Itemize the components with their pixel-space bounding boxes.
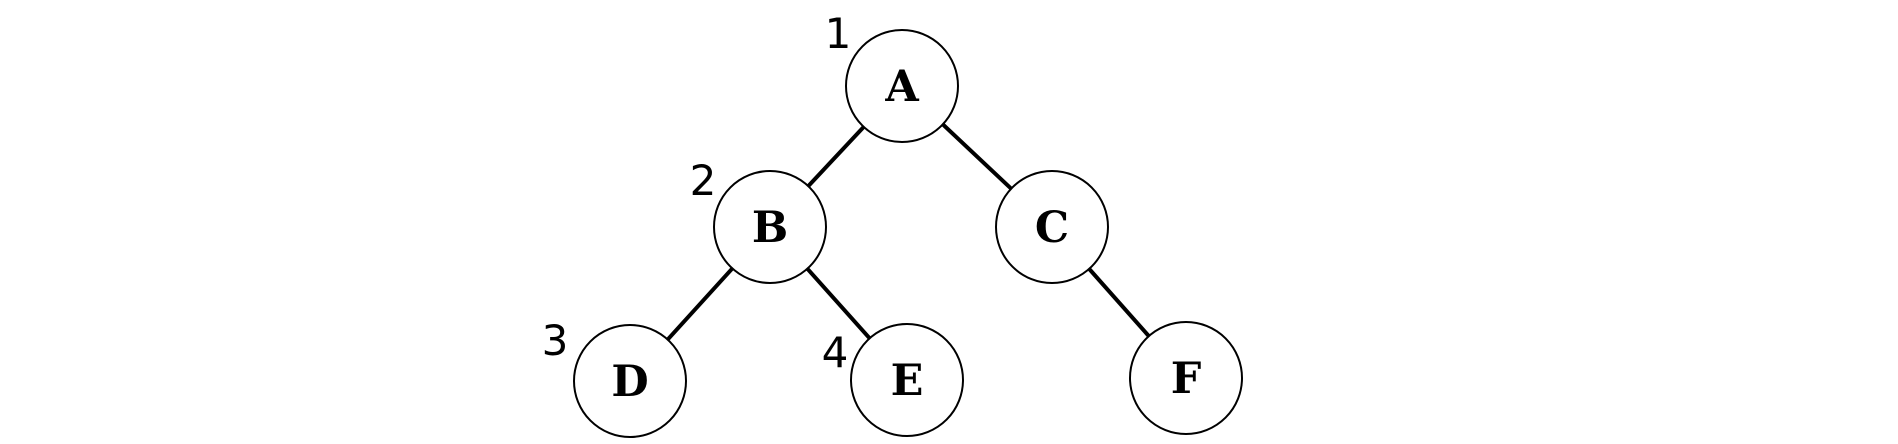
node-circle-A	[845, 29, 959, 143]
order-annotation-B: 2	[690, 156, 717, 205]
tree-node-A: A	[845, 29, 959, 143]
node-label-A: A	[884, 62, 919, 112]
tree-edge-B-E	[805, 267, 872, 340]
tree-node-B: B	[713, 170, 827, 284]
node-label-B: B	[752, 203, 788, 253]
node-label-E: E	[891, 356, 924, 406]
tree-edge-A-B	[806, 125, 866, 188]
order-annotation-D: 3	[542, 316, 569, 365]
node-label-F: F	[1171, 354, 1202, 404]
node-circle-F	[1129, 321, 1243, 435]
tree-node-D: D	[573, 324, 687, 438]
order-annotation-E: 4	[822, 328, 849, 377]
tree-edge-B-D	[666, 267, 734, 341]
tree-edge-A-C	[941, 122, 1013, 191]
node-label-C: C	[1035, 203, 1069, 253]
tree-node-E: E	[850, 323, 964, 437]
node-circle-E	[850, 323, 964, 437]
order-annotation-A: 1	[825, 9, 852, 58]
node-circle-B	[713, 170, 827, 284]
node-label-D: D	[611, 357, 648, 407]
tree-node-C: C	[995, 170, 1109, 284]
node-circle-D	[573, 324, 687, 438]
tree-edge-C-F	[1087, 267, 1151, 338]
tree-node-F: F	[1129, 321, 1243, 435]
node-circle-C	[995, 170, 1109, 284]
